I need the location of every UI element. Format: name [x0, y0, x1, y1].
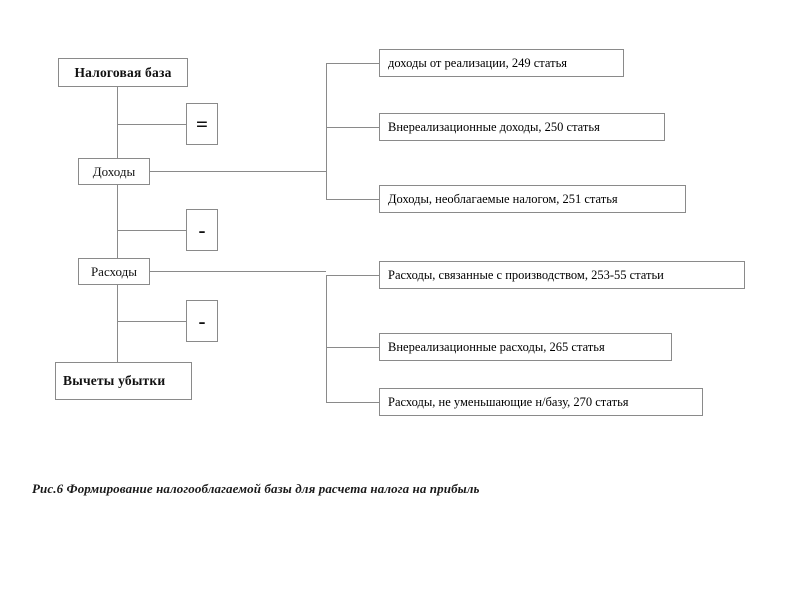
bracket-stub-expense-2 — [326, 347, 379, 348]
connector-stub-equals — [117, 124, 186, 125]
connector-income-to-expense — [117, 185, 118, 259]
bracket-stub-expense-3 — [326, 402, 379, 403]
node-tax-base: Налоговая база — [58, 58, 188, 87]
operator-minus-income-expense: - — [186, 209, 218, 251]
bracket-stub-expense-1 — [326, 275, 379, 276]
income-article-2: Внереализационные доходы, 250 статья — [379, 113, 665, 141]
node-income: Доходы — [78, 158, 150, 185]
connector-expense-to-deductions — [117, 285, 118, 363]
bracket-spine-expense — [326, 275, 327, 402]
connector-income-to-bracket — [150, 171, 326, 172]
expense-article-3: Расходы, не уменьшающие н/базу, 270 стат… — [379, 388, 703, 416]
expense-article-2: Внереализационные расходы, 265 статья — [379, 333, 672, 361]
node-deductions-losses: Вычеты убытки — [55, 362, 192, 400]
connector-base-to-income — [117, 87, 118, 159]
operator-equals: = — [186, 103, 218, 145]
node-expense: Расходы — [78, 258, 150, 285]
income-article-3: Доходы, необлагаемые налогом, 251 статья — [379, 185, 686, 213]
bracket-stub-income-1 — [326, 63, 379, 64]
operator-minus-expense-deductions: - — [186, 300, 218, 342]
income-article-1: доходы от реализации, 249 статья — [379, 49, 624, 77]
connector-expense-to-bracket — [150, 271, 326, 272]
bracket-spine-income — [326, 63, 327, 199]
expense-article-1: Расходы, связанные с производством, 253-… — [379, 261, 745, 289]
connector-stub-minus-2 — [117, 321, 186, 322]
figure-caption: Рис.6 Формирование налогооблагаемой базы… — [32, 481, 480, 496]
bracket-stub-income-2 — [326, 127, 379, 128]
bracket-stub-income-3 — [326, 199, 379, 200]
connector-stub-minus-1 — [117, 230, 186, 231]
